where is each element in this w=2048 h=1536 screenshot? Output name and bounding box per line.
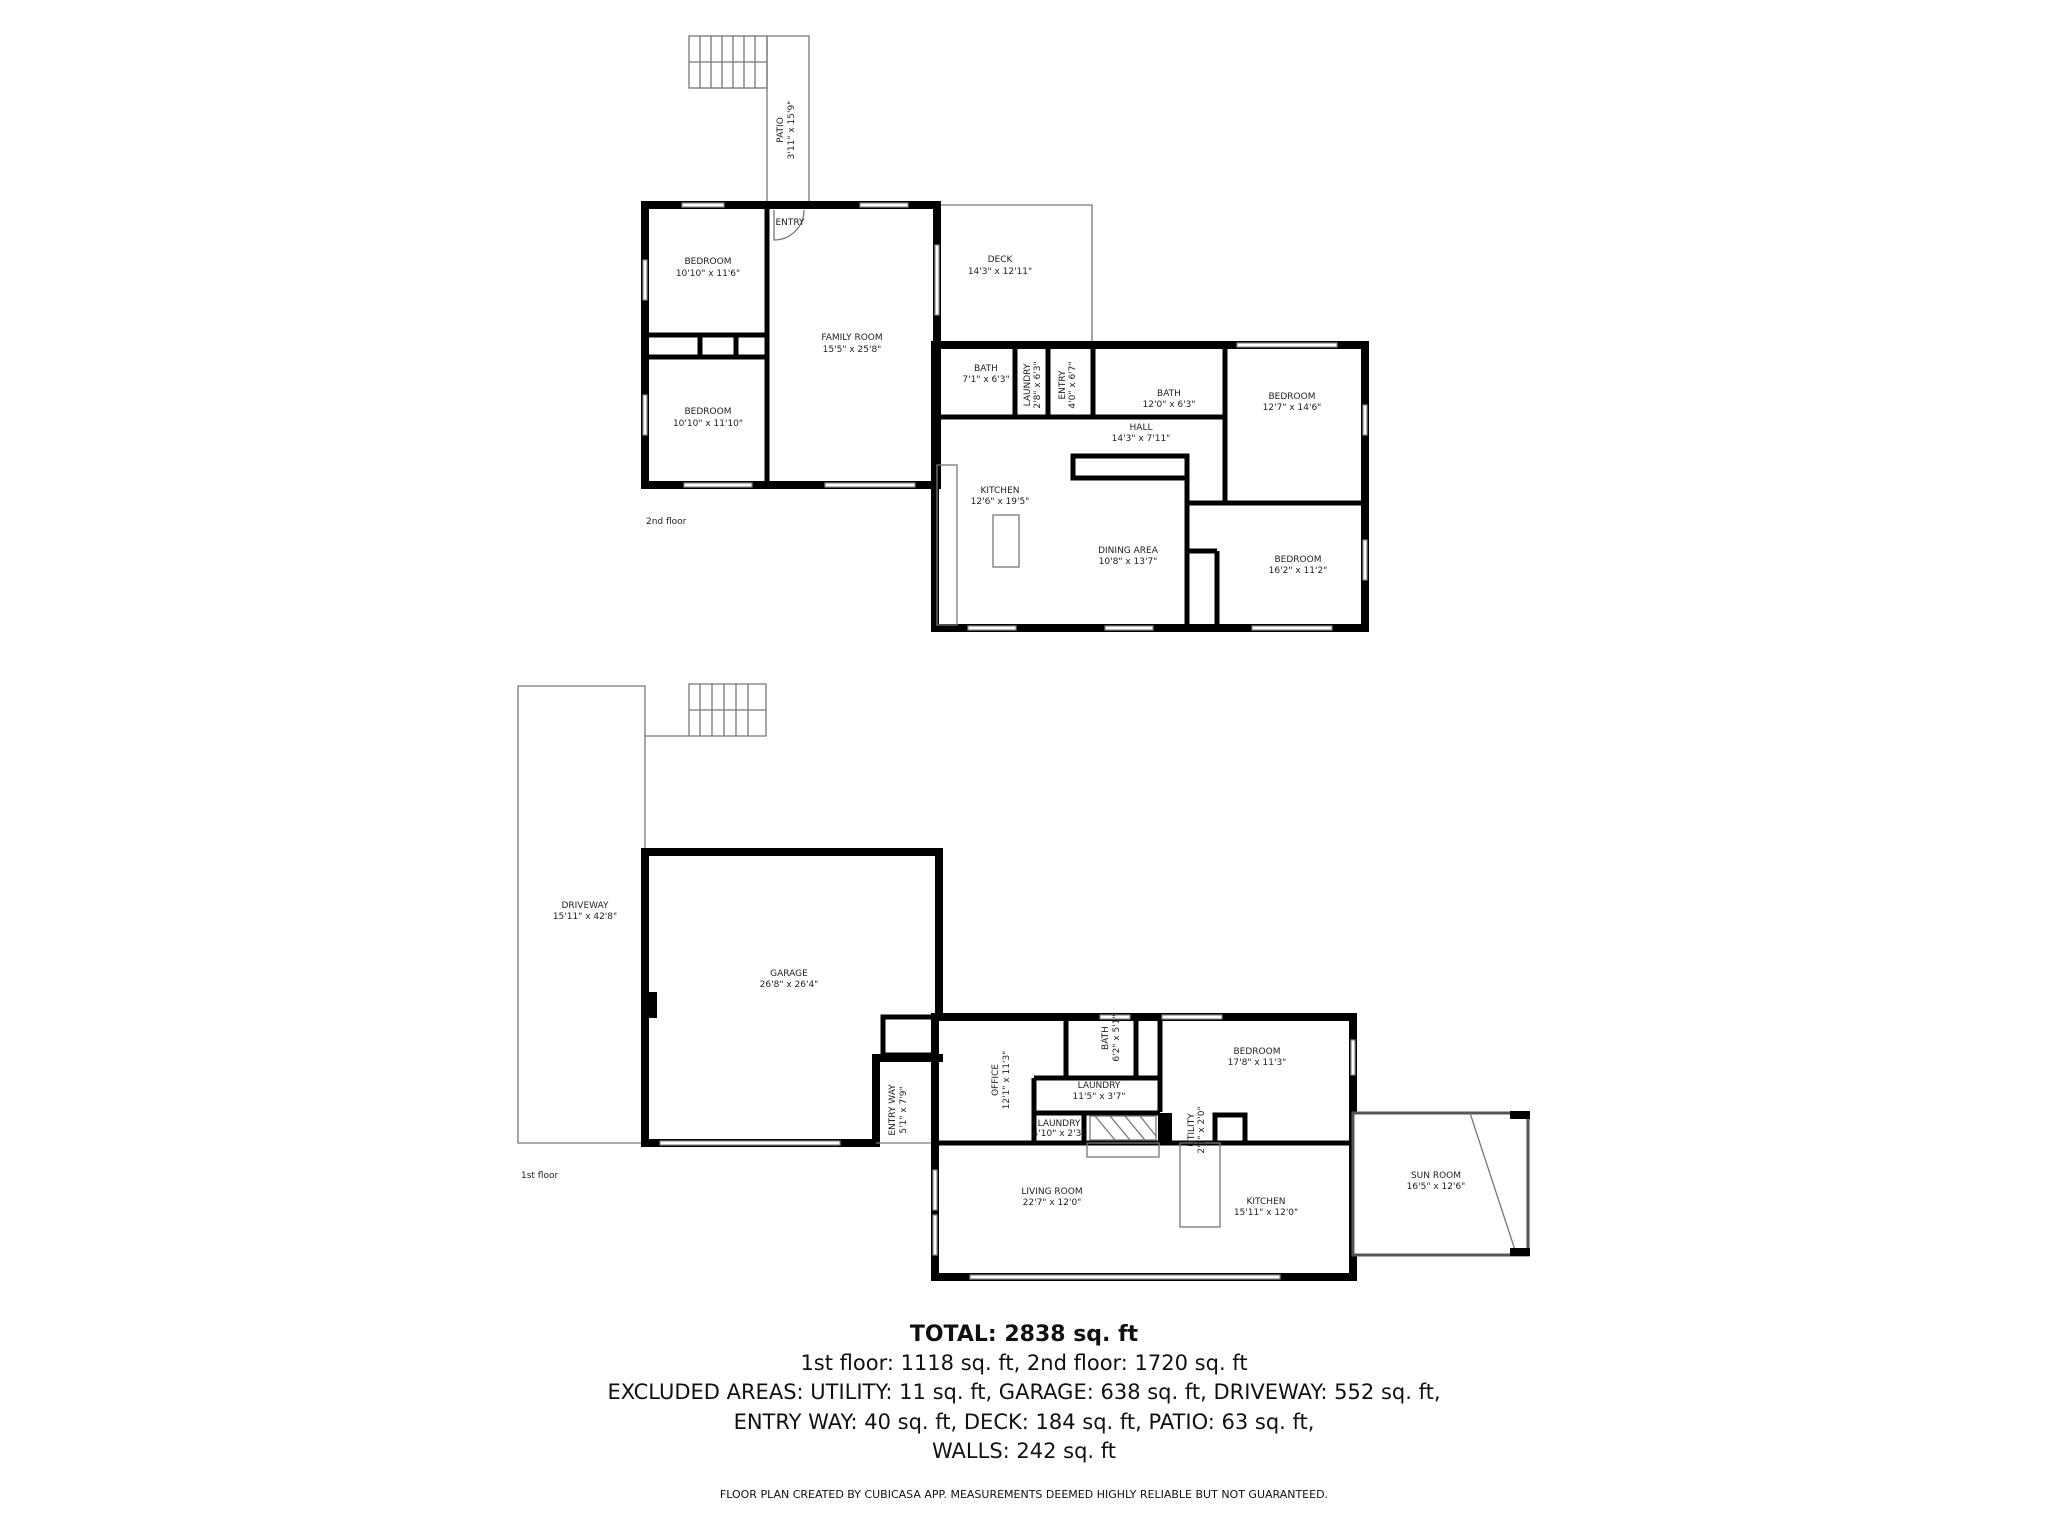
room-label: HALL <box>1130 423 1153 433</box>
room-label: OFFICE <box>991 1064 1001 1096</box>
room-label: 12'0" x 6'3" <box>1143 400 1196 410</box>
room-label: 12'6" x 19'5" <box>971 497 1030 507</box>
room-label: 2'1" x 2'0" <box>1197 1106 1207 1153</box>
room-label: ENTRY WAY <box>888 1084 898 1136</box>
wall-right-block <box>931 341 1369 632</box>
room-label: 6'2" x 5'1" <box>1112 1014 1122 1061</box>
fireplace-hatch <box>1086 1115 1160 1158</box>
room-label: 14'3" x 7'11" <box>1112 434 1171 444</box>
floor-areas: 1st floor: 1118 sq. ft, 2nd floor: 1720 … <box>800 1351 1248 1375</box>
room-label: KITCHEN <box>981 486 1020 496</box>
excluded-areas: EXCLUDED AREAS: UTILITY: 11 sq. ft, GARA… <box>607 1380 1441 1404</box>
room-label: 10'10" x 11'6" <box>676 269 740 279</box>
room-label: BEDROOM <box>1275 555 1322 565</box>
room-label: 10'10" x 11'10" <box>673 419 743 429</box>
room-label: 17'8" x 11'3" <box>1228 1058 1287 1068</box>
credit-disclaimer: FLOOR PLAN CREATED BY CUBICASA APP. MEAS… <box>719 1488 1329 1501</box>
room-label: BATH <box>1157 389 1181 399</box>
room-label: BEDROOM <box>1269 392 1316 402</box>
wall-main-house <box>931 1013 1357 1281</box>
room-label: BATH <box>974 364 998 374</box>
room-label: 22'7" x 12'0" <box>1023 1198 1082 1208</box>
room-label: DECK <box>988 255 1014 265</box>
room-label: FAMILY ROOM <box>821 333 882 343</box>
room-label: 15'5" x 25'8" <box>823 345 882 355</box>
second-floor-labels: BEDROOM 10'10" x 11'6" BEDROOM 10'10" x 11… <box>646 101 1327 576</box>
room-label: 12'1" x 11'3" <box>1002 1051 1012 1110</box>
room-label: BEDROOM <box>685 407 732 417</box>
room-label: 5'1" x 7'9" <box>899 1086 909 1133</box>
room-label: BEDROOM <box>685 257 732 267</box>
room-label: PATIO <box>776 117 786 143</box>
room-label: 4'10" x 2'3" <box>1033 1129 1086 1139</box>
room-label: 4'0" x 6'7" <box>1068 361 1078 408</box>
room-label: DRIVEWAY <box>561 901 609 911</box>
room-label: SUN ROOM <box>1411 1171 1461 1181</box>
room-label: 3'11" x 15'9" <box>787 101 797 160</box>
room-label: 16'2" x 11'2" <box>1269 566 1328 576</box>
walls-area: WALLS: 242 sq. ft <box>931 1439 1117 1463</box>
excluded-areas-cont: ENTRY WAY: 40 sq. ft, DECK: 184 sq. ft, … <box>733 1410 1315 1434</box>
room-label: LAUNDRY <box>1078 1081 1121 1091</box>
room-label: ENTRY <box>1058 370 1068 400</box>
room-label: ENTRY <box>775 218 805 228</box>
room-label: 11'5" x 3'7" <box>1073 1092 1126 1102</box>
wall-left-block <box>641 201 941 489</box>
room-label: 15'11" x 12'0" <box>1234 1208 1298 1218</box>
room-label: 12'7" x 14'6" <box>1263 403 1322 413</box>
room-label: DINING AREA <box>1098 546 1159 556</box>
room-label: 7'1" x 6'3" <box>962 375 1009 385</box>
room-label: LIVING ROOM <box>1021 1187 1082 1197</box>
room-label: 2'8" x 6'3" <box>1033 361 1043 408</box>
room-label: 10'8" x 13'7" <box>1099 557 1158 567</box>
wall-garage <box>641 848 943 1147</box>
patio-outline <box>688 35 810 205</box>
room-label: LAUNDRY <box>1038 1119 1081 1129</box>
room-label: 26'8" x 26'4" <box>760 980 819 990</box>
room-label: BATH <box>1101 1026 1111 1050</box>
room-label: GARAGE <box>770 969 808 979</box>
second-floor-plan <box>641 35 1369 632</box>
room-label: 14'3" x 12'11" <box>968 267 1032 277</box>
floor-label-1st: 1st floor <box>521 1171 558 1181</box>
deck-outline <box>937 204 1093 345</box>
room-label: 15'11" x 42'8" <box>553 912 617 922</box>
total-area: TOTAL: 2838 sq. ft <box>909 1322 1139 1347</box>
room-label: LAUNDRY <box>1023 363 1033 406</box>
room-label: UTILITY <box>1187 1113 1197 1147</box>
room-label: BEDROOM <box>1234 1047 1281 1057</box>
room-label: 16'5" x 12'6" <box>1407 1182 1466 1192</box>
floor-label-2nd: 2nd floor <box>646 517 687 527</box>
first-floor-plan <box>517 683 1530 1281</box>
sun-room-outline <box>1351 1111 1530 1257</box>
room-label: KITCHEN <box>1247 1197 1286 1207</box>
